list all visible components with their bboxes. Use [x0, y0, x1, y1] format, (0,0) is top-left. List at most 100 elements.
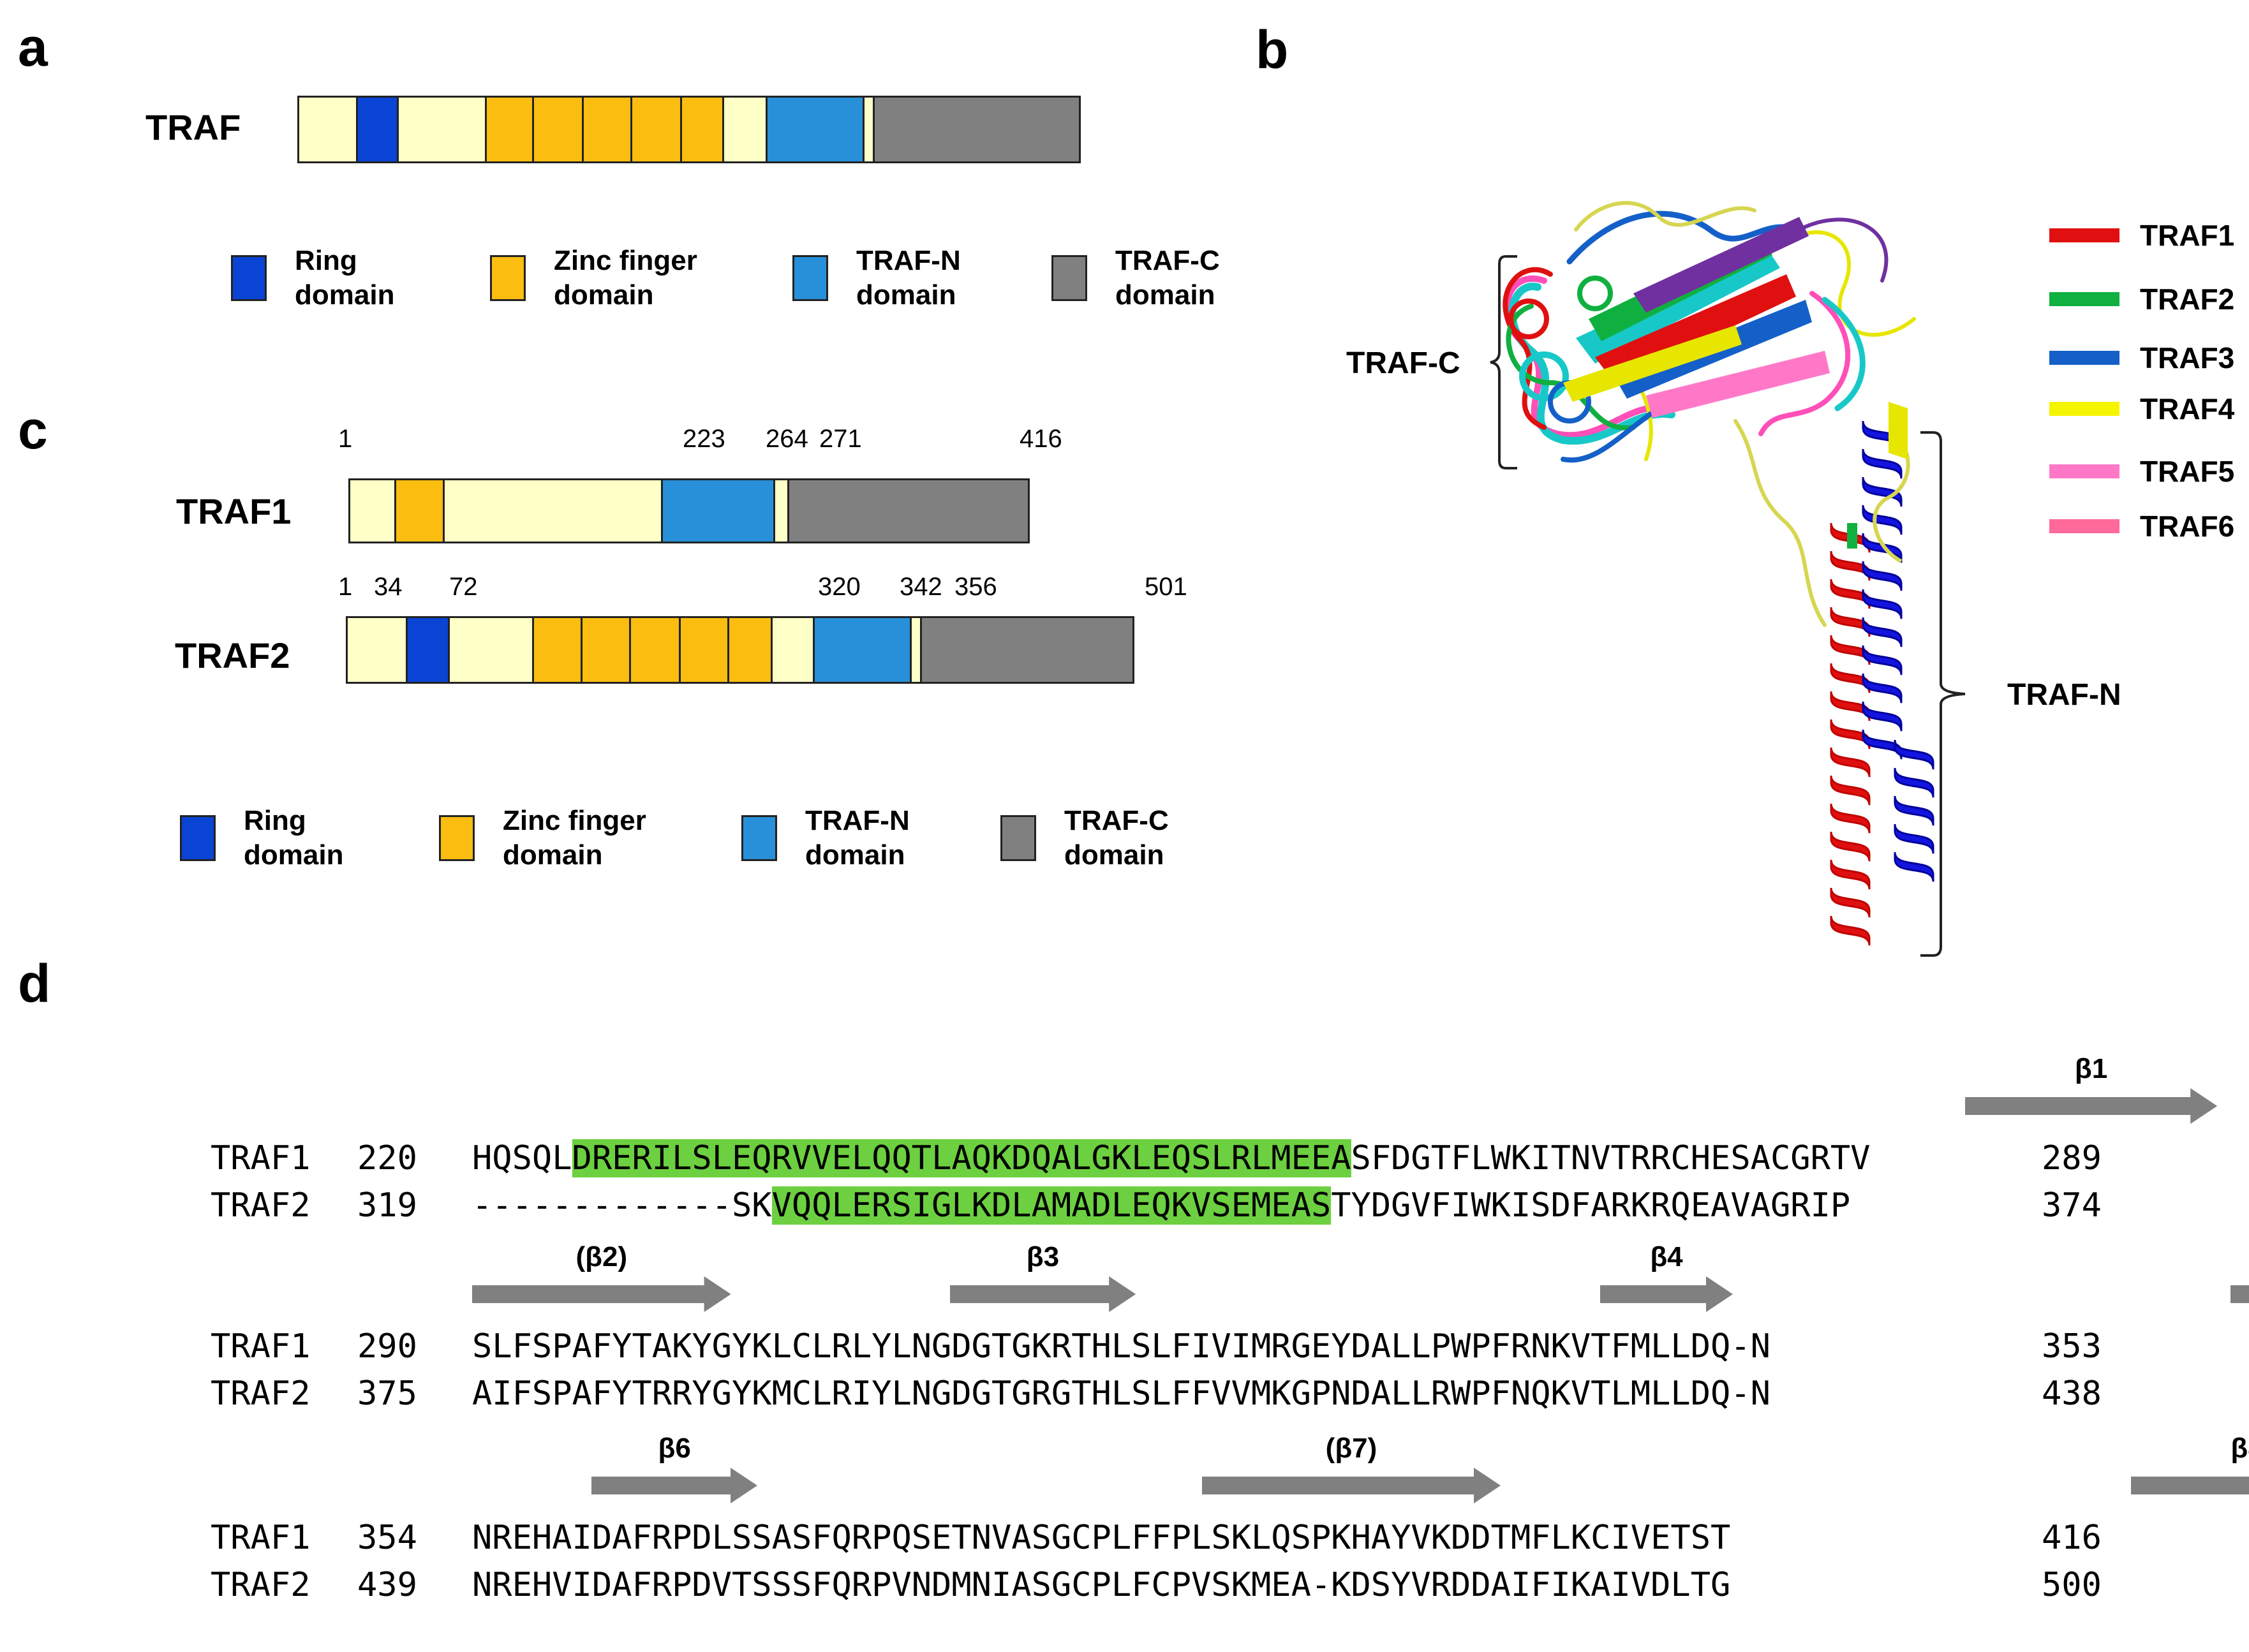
- sequence-highlighted-helix: VQQLERSIGLKDLAMADLEQKVSEMEAS: [771, 1186, 1332, 1225]
- helix-turn: [1894, 852, 1934, 882]
- traf-c-bracket: [1490, 255, 1517, 469]
- secondary-structure-label: β5: [2230, 1243, 2249, 1271]
- secondary-structure-label: (β7): [1325, 1433, 1377, 1464]
- helix-turn: [1862, 645, 1903, 675]
- panel-label-c: c: [18, 400, 48, 460]
- segment-ring: [408, 618, 450, 682]
- helix-turn: [1830, 691, 1871, 721]
- segment-zinc-finger: [534, 618, 583, 682]
- alignment-row-name: TRAF2: [211, 1566, 311, 1604]
- helix-turn: [1862, 448, 1903, 479]
- alignment-row-name: TRAF1: [211, 1139, 311, 1177]
- sequence-unhighlighted: -------------SK: [472, 1186, 772, 1225]
- traf2-position: 320: [818, 573, 861, 601]
- legend-swatch: [231, 255, 267, 301]
- helix-turn: [1862, 729, 1903, 760]
- legend-swatch: [1051, 255, 1087, 301]
- legend-label: TRAF-N domain: [856, 245, 961, 311]
- secondary-structure-label: β1: [2074, 1053, 2108, 1084]
- segment-plain: [399, 98, 487, 161]
- key-label: TRAF1: [2140, 219, 2235, 252]
- traf2-label: TRAF2: [175, 635, 290, 675]
- helix-turn: [1894, 739, 1934, 770]
- segment-zinc-finger: [632, 98, 682, 161]
- segment-plain: [348, 618, 408, 682]
- key-color-line: [2049, 464, 2119, 478]
- key-traf6: TRAF6: [2049, 509, 2234, 543]
- sequence-unhighlighted: AIFSPAFYTRRYGYKMCLRIYLNGDGTGRGTHLSLFFVVM…: [472, 1375, 1770, 1413]
- traf2-position: 34: [374, 573, 403, 601]
- legend-traf-c: TRAF-C domain: [1051, 244, 1220, 313]
- traf-superposition-structure: [1503, 201, 1934, 946]
- alignment-sequence: NREHVIDAFRPDVTSSSFQRPVNDMNIASGCPLFCPVSKM…: [472, 1568, 1730, 1602]
- segment-zinc-finger: [584, 98, 632, 161]
- key-color-line: [2049, 228, 2119, 242]
- helix-turn: [1830, 579, 1871, 609]
- legend-swatch: [1000, 815, 1036, 861]
- traf-domain-bar: [297, 96, 1081, 163]
- helix-turn: [1830, 635, 1871, 665]
- helix-turn: [1830, 775, 1871, 806]
- traf1-position: 416: [1020, 425, 1062, 453]
- segment-plain: [724, 98, 768, 161]
- alignment-start-number: 220: [357, 1139, 417, 1177]
- secondary-structure-label: β8: [2230, 1433, 2249, 1464]
- segment-traf-n: [768, 98, 865, 161]
- legend-ring: Ring domain: [231, 244, 394, 313]
- segment-plain: [773, 618, 815, 682]
- traf1-position: 1: [338, 425, 353, 453]
- traf1-position: 271: [819, 425, 862, 453]
- alignment-row-name: TRAF2: [211, 1186, 311, 1225]
- alignment-start-number: 375: [357, 1375, 417, 1413]
- legend-label: Ring domain: [244, 805, 344, 871]
- legend-traf-n: TRAF-N domain: [792, 244, 961, 313]
- helix-turn: [1830, 803, 1871, 834]
- helix-turn: [1830, 831, 1871, 862]
- helix-turn: [1862, 476, 1903, 507]
- helix-turn: [1830, 859, 1871, 890]
- key-traf3: TRAF3: [2049, 341, 2234, 375]
- sequence-highlighted-helix: DRERILSLEQRVVELQQTLAQKDQALGKLEQSLRLMEEA: [572, 1139, 1351, 1177]
- legend-label: TRAF-C domain: [1064, 805, 1169, 871]
- segment-plain: [350, 480, 396, 542]
- helix-turn: [1830, 607, 1871, 637]
- beta-strand-arrow: [2131, 1477, 2249, 1494]
- legend-swatch: [439, 815, 475, 861]
- segment-traf-c: [875, 98, 1079, 161]
- traf1-label: TRAF1: [176, 491, 292, 531]
- helix-turn: [1830, 887, 1871, 918]
- legend-ring: Ring domain: [180, 804, 343, 873]
- segment-zinc-finger: [487, 98, 534, 161]
- helix-turn: [1862, 533, 1903, 563]
- helix-turn: [1862, 561, 1903, 591]
- legend-label: Zinc finger domain: [503, 805, 646, 871]
- helix-turn: [1862, 505, 1903, 535]
- traf-protein-label: TRAF: [145, 107, 241, 147]
- legend-label: Ring domain: [295, 245, 395, 311]
- key-traf1: TRAF1: [2049, 218, 2234, 253]
- legend-swatch: [490, 255, 526, 301]
- key-traf2: TRAF2: [2049, 282, 2234, 316]
- traf-n-bracket: [1920, 431, 1966, 957]
- traf2-position: 1: [338, 573, 353, 601]
- alignment-start-number: 319: [357, 1186, 417, 1225]
- segment-zinc-finger: [534, 98, 584, 161]
- segment-zinc-finger: [396, 480, 445, 542]
- key-label: TRAF2: [2140, 283, 2235, 316]
- segment-zinc-finger: [682, 98, 724, 161]
- panel-label-b: b: [1256, 20, 1289, 80]
- key-color-line: [2049, 402, 2119, 416]
- helix-turn: [1830, 550, 1871, 581]
- beta-strand-arrow: [591, 1468, 758, 1503]
- alignment-end-number: 353: [2042, 1327, 2102, 1366]
- traf-c-region-label: TRAF-C: [1346, 346, 1460, 380]
- key-label: TRAF3: [2140, 341, 2235, 374]
- segment-zinc-finger: [631, 618, 681, 682]
- alignment-end-number: 500: [2042, 1566, 2102, 1604]
- alignment-sequence: HQSQLDRERILSLEQRVVELQQTLAQKDQALGKLEQSLRL…: [472, 1139, 1871, 1177]
- helix-turn: [1862, 701, 1903, 732]
- key-label: TRAF5: [2140, 455, 2235, 488]
- helix-turn: [1830, 719, 1871, 749]
- helix-turn: [1862, 589, 1903, 619]
